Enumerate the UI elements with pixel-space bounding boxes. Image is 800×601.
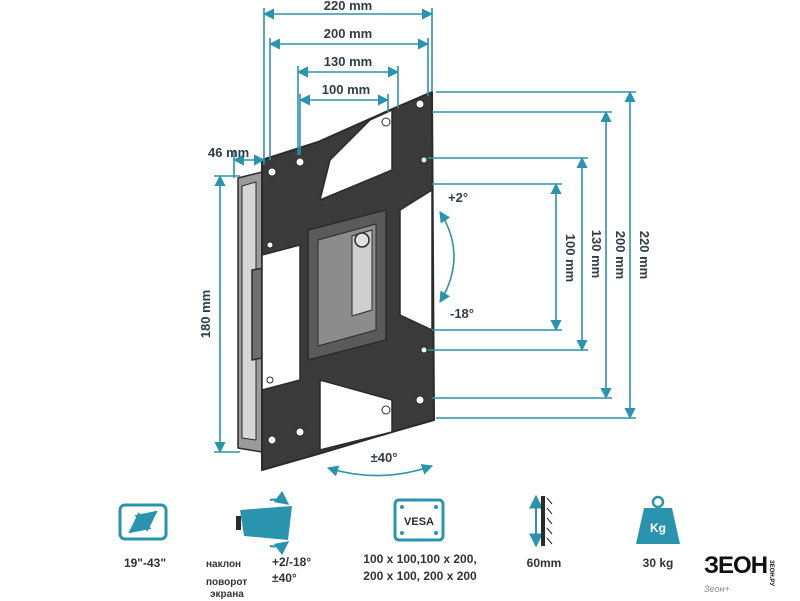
- swivel-value: ±40°: [272, 571, 297, 585]
- vesa-line2: 200 x 100, 200 x 200: [363, 569, 477, 583]
- dimension-lines: [214, 8, 636, 477]
- brand-caption: Зеон+: [704, 584, 730, 594]
- swivel-label-line1: поворот: [206, 577, 248, 588]
- vesa-line1: 100 x 100,100 x 200,: [363, 552, 477, 566]
- diagonal-arrow-icon: [118, 503, 168, 541]
- dim-46-depth: 46 mm: [208, 145, 249, 160]
- tilt-up-label: +2°: [448, 190, 468, 205]
- screen-size-label: 19"-43": [123, 556, 167, 570]
- vesa-plate-icon: [393, 498, 445, 542]
- dim-130-top: 130 mm: [324, 54, 372, 69]
- dim-220-top: 220 mm: [324, 0, 372, 13]
- tilt-down-label: -18°: [450, 306, 474, 321]
- dim-180-left: 180 mm: [198, 290, 213, 338]
- dim-200-right: 200 mm: [613, 231, 628, 279]
- swivel-label-line2: экрана: [210, 589, 244, 600]
- dim-220-right: 220 mm: [637, 231, 652, 279]
- brand-logo: ЗЕОН: [704, 552, 768, 579]
- brand-logo-side: ЗЕОН.РУ: [768, 560, 774, 587]
- dim-200-top: 200 mm: [324, 26, 372, 41]
- weight-icon-text: Kg: [650, 521, 666, 535]
- dim-100-top: 100 mm: [322, 82, 370, 97]
- wall-bracket-drawing: [237, 91, 435, 471]
- weight-icon: [636, 495, 680, 544]
- depth-label: 60mm: [526, 556, 562, 570]
- dim-130-right: 130 mm: [589, 230, 604, 278]
- dim-100-right: 100 mm: [563, 234, 578, 282]
- tilt-label: наклон: [206, 559, 242, 570]
- load-label: 30 kg: [642, 556, 674, 570]
- wall-depth-icon: [529, 494, 553, 548]
- tilt-screen-icon: [236, 490, 292, 556]
- vesa-icon-text: VESA: [404, 516, 434, 528]
- tilt-value: +2/-18°: [272, 555, 312, 569]
- swivel-label: ±40°: [371, 450, 398, 465]
